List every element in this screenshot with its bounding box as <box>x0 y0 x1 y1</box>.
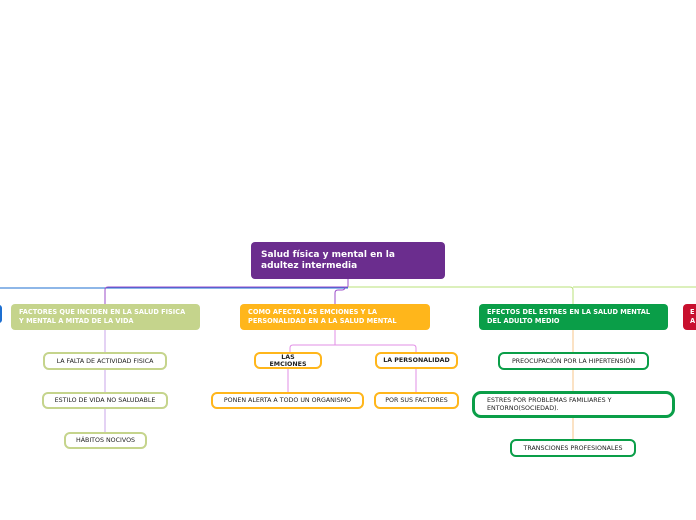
node-falta-actividad-label: LA FALTA DE ACTIVIDAD FISICA <box>56 357 154 365</box>
branch-emociones-personalidad-label: COMO AFECTA LAS EMCIONES Y LA PERSONALID… <box>248 308 397 325</box>
node-estilo-vida[interactable]: ESTILO DE VIDA NO SALUDABLE <box>42 392 168 409</box>
node-falta-actividad[interactable]: LA FALTA DE ACTIVIDAD FISICA <box>43 352 167 370</box>
branch-offscreen-right[interactable]: E A <box>683 304 696 330</box>
node-por-sus-factores[interactable]: POR SUS FACTORES <box>374 392 459 409</box>
branch-emociones-personalidad[interactable]: COMO AFECTA LAS EMCIONES Y LA PERSONALID… <box>240 304 430 330</box>
branch-factores[interactable]: FACTORES QUE INCIDEN EN LA SALUD FISICA … <box>11 304 200 330</box>
node-transciones-profesionales[interactable]: TRANSCIONES PROFESIONALES <box>510 439 636 457</box>
node-ponen-alerta-label: PONEN ALERTA A TODO UN ORGANISMO <box>223 397 352 404</box>
node-transciones-profesionales-label: TRANSCIONES PROFESIONALES <box>523 444 623 452</box>
branch-efectos-estres-label: EFECTOS DEL ESTRES EN LA SALUD MENTAL DE… <box>487 308 651 325</box>
node-habitos-nocivos[interactable]: HÁBITOS NOCIVOS <box>64 432 147 449</box>
node-habitos-nocivos-label: HÁBITOS NOCIVOS <box>75 437 136 444</box>
node-ponen-alerta[interactable]: PONEN ALERTA A TODO UN ORGANISMO <box>211 392 364 409</box>
node-las-emociones[interactable]: LAS EMCIONES <box>254 352 322 369</box>
node-las-emociones-label: LAS EMCIONES <box>269 353 307 368</box>
node-la-personalidad[interactable]: LA PERSONALIDAD <box>375 352 458 369</box>
node-estres-problemas-label: ESTRES POR PROBLEMAS FAMILIARES Y ENTORN… <box>487 396 612 412</box>
connector-branch-2 <box>334 286 346 304</box>
offscreen-node-left[interactable] <box>0 305 2 323</box>
node-por-sus-factores-label: POR SUS FACTORES <box>385 397 448 404</box>
node-estilo-vida-label: ESTILO DE VIDA NO SALUDABLE <box>54 397 156 404</box>
node-preocupacion-hipertension[interactable]: PREOCUPACIÓN POR LA HIPERTENSIÓN <box>498 352 649 370</box>
branch-efectos-estres[interactable]: EFECTOS DEL ESTRES EN LA SALUD MENTAL DE… <box>479 304 668 330</box>
branch-offscreen-right-label: E A <box>690 308 696 325</box>
root-topic[interactable]: Salud física y mental en la adultez inte… <box>251 242 445 279</box>
node-la-personalidad-label: LA PERSONALIDAD <box>383 357 450 364</box>
root-topic-label: Salud física y mental en la adultez inte… <box>261 249 395 271</box>
connector-branch-3 <box>348 286 574 304</box>
node-estres-problemas[interactable]: ESTRES POR PROBLEMAS FAMILIARES Y ENTORN… <box>472 391 675 418</box>
connector-branch-2-children <box>289 330 417 352</box>
branch-factores-label: FACTORES QUE INCIDEN EN LA SALUD FISICA … <box>19 308 186 325</box>
node-preocupacion-hipertension-label: PREOCUPACIÓN POR LA HIPERTENSIÓN <box>511 357 636 365</box>
connector-branch-1 <box>104 286 348 304</box>
